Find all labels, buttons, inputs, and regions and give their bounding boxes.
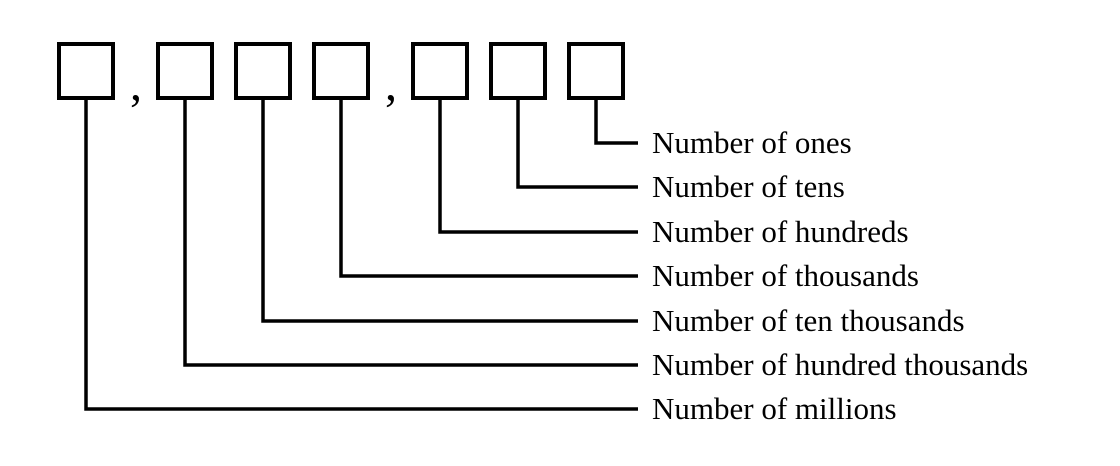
leader-line-thousands [339, 98, 638, 278]
digit-box-millions [57, 42, 115, 100]
digit-box-ones [567, 42, 625, 100]
thousands-separator-2: , [385, 58, 397, 111]
leader-line-ones [594, 98, 638, 145]
label-thousands: Number of thousands [652, 258, 919, 293]
digit-box-hundreds [411, 42, 469, 100]
digit-box-thousands [312, 42, 370, 100]
digit-box-tens [489, 42, 547, 100]
leader-line-millions [84, 98, 638, 411]
leader-line-ten-thousands [261, 98, 638, 323]
leader-line-hundred-thousands [183, 98, 638, 367]
label-ten-thousands: Number of ten thousands [652, 303, 965, 338]
label-millions: Number of millions [652, 391, 897, 426]
label-hundred-thousands: Number of hundred thousands [652, 347, 1028, 382]
digit-box-ten-thousands [234, 42, 292, 100]
label-hundreds: Number of hundreds [652, 214, 909, 249]
leader-line-tens [516, 98, 638, 189]
label-tens: Number of tens [652, 169, 845, 204]
thousands-separator-1: , [130, 58, 142, 111]
leader-line-hundreds [438, 98, 638, 234]
label-ones: Number of ones [652, 125, 852, 160]
digit-box-hundred-thousands [156, 42, 214, 100]
